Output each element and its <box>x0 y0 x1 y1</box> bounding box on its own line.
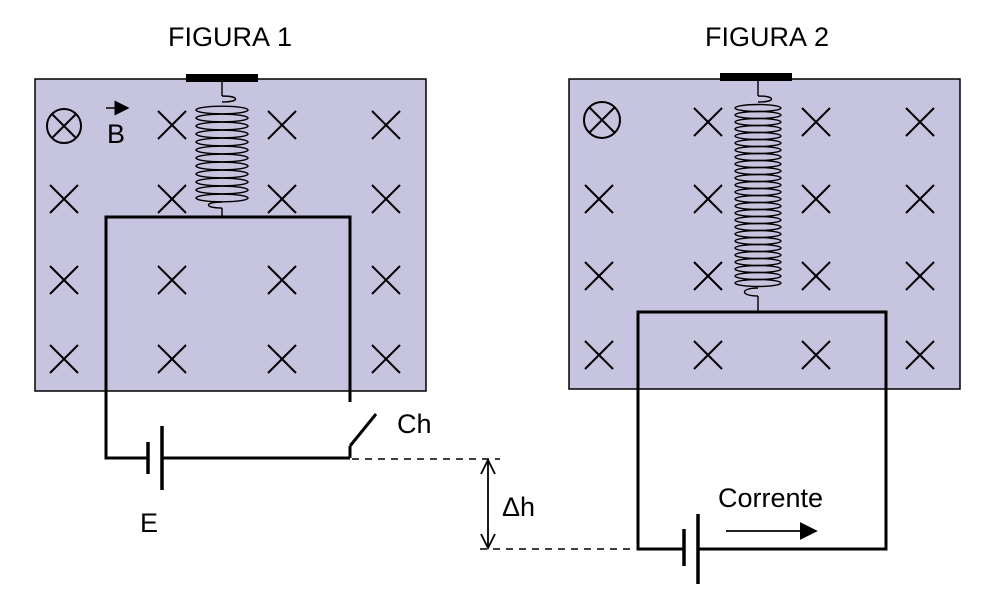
field-x-mark <box>584 184 614 214</box>
field-x-mark <box>267 184 297 214</box>
field-x-mark <box>905 261 935 291</box>
field-marks-1 <box>49 110 401 374</box>
magnetic-field-region-2 <box>568 78 961 390</box>
field-x-mark <box>157 344 187 374</box>
battery-label-1: E <box>140 508 158 538</box>
field-x-mark <box>371 184 401 214</box>
field-x-mark <box>801 340 831 370</box>
circuit-wire-1 <box>104 215 352 460</box>
field-x-mark <box>49 184 79 214</box>
field-x-mark <box>801 184 831 214</box>
field-x-mark <box>584 340 614 370</box>
battery-2 <box>682 514 700 584</box>
spring-1 <box>195 82 249 217</box>
field-x-mark <box>49 344 79 374</box>
current-label: Corrente <box>718 483 823 513</box>
ceiling-support-1 <box>186 74 258 82</box>
switch-1 <box>348 413 378 458</box>
displacement-indicator: Δh <box>352 457 636 551</box>
circuit-wire-2 <box>636 310 888 551</box>
field-x-mark <box>267 265 297 295</box>
field-x-mark <box>157 110 187 140</box>
displacement-label: Δh <box>502 492 535 522</box>
field-x-mark <box>157 184 187 214</box>
field-marks-2 <box>584 107 935 370</box>
field-x-mark <box>267 344 297 374</box>
field-x-mark <box>371 344 401 374</box>
field-into-page-icon <box>46 108 82 144</box>
magnetic-field-region-1 <box>34 78 427 392</box>
field-x-mark <box>371 265 401 295</box>
field-x-mark <box>801 261 831 291</box>
field-x-mark <box>693 107 723 137</box>
field-x-mark <box>371 110 401 140</box>
field-x-mark <box>157 265 187 295</box>
spring-2 <box>734 81 782 312</box>
ceiling-support-2 <box>720 73 792 81</box>
field-x-mark <box>801 107 831 137</box>
field-x-mark <box>905 340 935 370</box>
field-x-mark <box>693 340 723 370</box>
field-x-mark <box>584 261 614 291</box>
field-x-mark <box>905 107 935 137</box>
field-x-mark <box>693 184 723 214</box>
battery-1 <box>146 426 164 490</box>
field-x-mark <box>49 265 79 295</box>
field-x-mark <box>693 261 723 291</box>
field-x-mark <box>267 110 297 140</box>
switch-label: Ch <box>397 409 432 439</box>
field-into-page-icon <box>583 101 621 139</box>
field-x-mark <box>905 184 935 214</box>
field-vector-label: B <box>107 119 125 149</box>
